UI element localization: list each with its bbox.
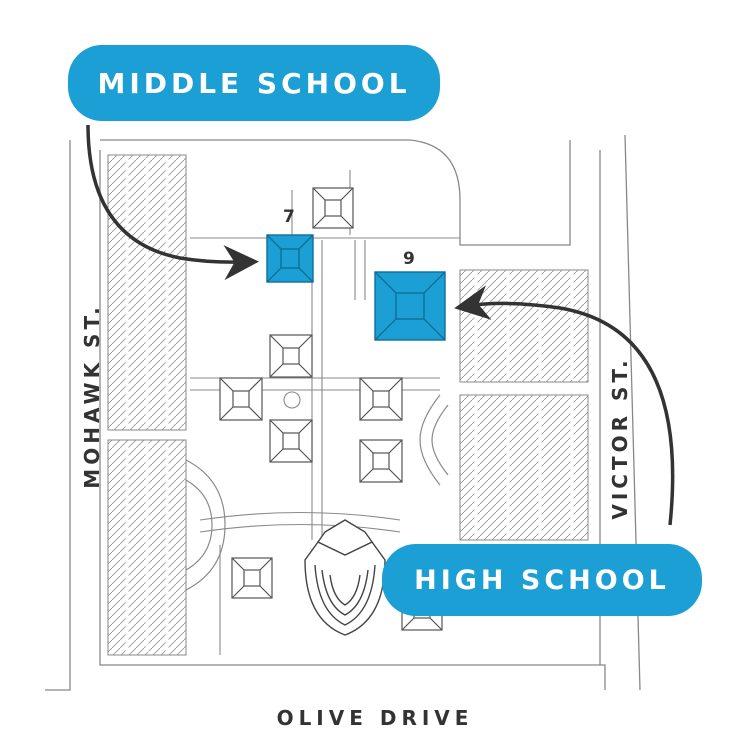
middle-school-building[interactable] [266,234,314,283]
street-label-mohawk: MOHAWK ST. [80,303,104,489]
street-label-olive: OLIVE DRIVE [276,706,474,730]
building-left-1 [269,334,313,378]
drives [185,394,449,591]
building-number-9: 9 [403,249,415,269]
building-left-3 [269,419,313,463]
middle-school-arrow [86,124,259,281]
auditorium [304,519,386,636]
building-right-2 [359,439,403,483]
building-left-2 [219,377,263,421]
middle-school-label[interactable]: MIDDLE SCHOOL [68,45,440,121]
high-school-arrow [454,285,675,526]
high-school-building[interactable] [374,271,446,341]
parking-lots [107,154,589,656]
building-number-7: 7 [283,207,295,227]
street-label-victor: VICTOR ST. [608,356,632,520]
building-right-1 [359,377,403,421]
building-top-center [312,187,354,229]
arrows [86,124,675,526]
high-school-label[interactable]: HIGH SCHOOL [382,544,702,616]
building-bottom-left [231,557,273,599]
